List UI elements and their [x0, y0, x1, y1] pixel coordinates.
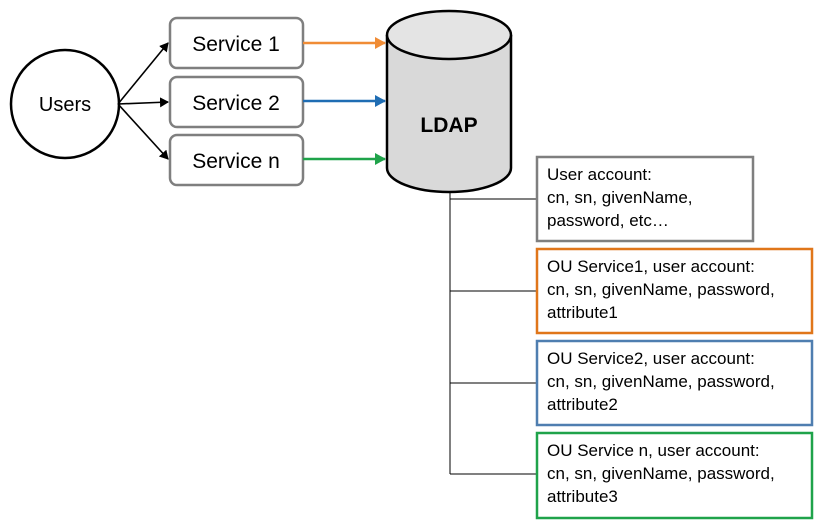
ou-service-n-line-1: OU Service n, user account:	[547, 441, 760, 460]
ou-service1-text: OU Service1, user account: cn, sn, given…	[537, 249, 812, 333]
user-account-text: User account: cn, sn, givenName, passwor…	[537, 157, 753, 241]
ou-service2-line-2: cn, sn, givenName, password,	[547, 372, 775, 391]
ou-service2-line-1: OU Service2, user account:	[547, 349, 755, 368]
service-2-label: Service 2	[192, 92, 280, 115]
users-to-service-2-arrow	[117, 97, 169, 108]
service-n-label: Service n	[192, 150, 280, 173]
ou-service-n-line-2: cn, sn, givenName, password,	[547, 464, 775, 483]
service-1-label: Service 1	[192, 33, 280, 56]
ou-service1-line-1: OU Service1, user account:	[547, 257, 755, 276]
ldap-database	[385, 9, 513, 194]
users-to-service-n-arrow	[117, 103, 169, 160]
ldap-label: LDAP	[420, 114, 477, 137]
users-to-service-1-arrow	[117, 42, 169, 105]
user-account-line-3: password, etc…	[547, 211, 669, 230]
ldap-cylinder-top	[385, 9, 513, 61]
ou-service1-line-2: cn, sn, givenName, password,	[547, 280, 775, 299]
user-account-box	[535, 155, 755, 243]
ou-service2-line-3: attribute2	[547, 395, 618, 414]
ou-service-n-line-3: attribute3	[547, 487, 618, 506]
users-label: Users	[39, 94, 91, 116]
ou-service2-box	[535, 339, 814, 427]
user-account-line-1: User account:	[547, 165, 652, 184]
ou-service-n-text: OU Service n, user account: cn, sn, give…	[537, 433, 812, 518]
ldap-cylinder-body	[385, 35, 513, 194]
ou-service1-line-3: attribute1	[547, 303, 618, 322]
ou-service1-box	[535, 247, 814, 335]
user-account-line-2: cn, sn, givenName,	[547, 188, 693, 207]
ou-service2-text: OU Service2, user account: cn, sn, given…	[537, 341, 812, 425]
ou-service-n-box	[535, 431, 814, 520]
